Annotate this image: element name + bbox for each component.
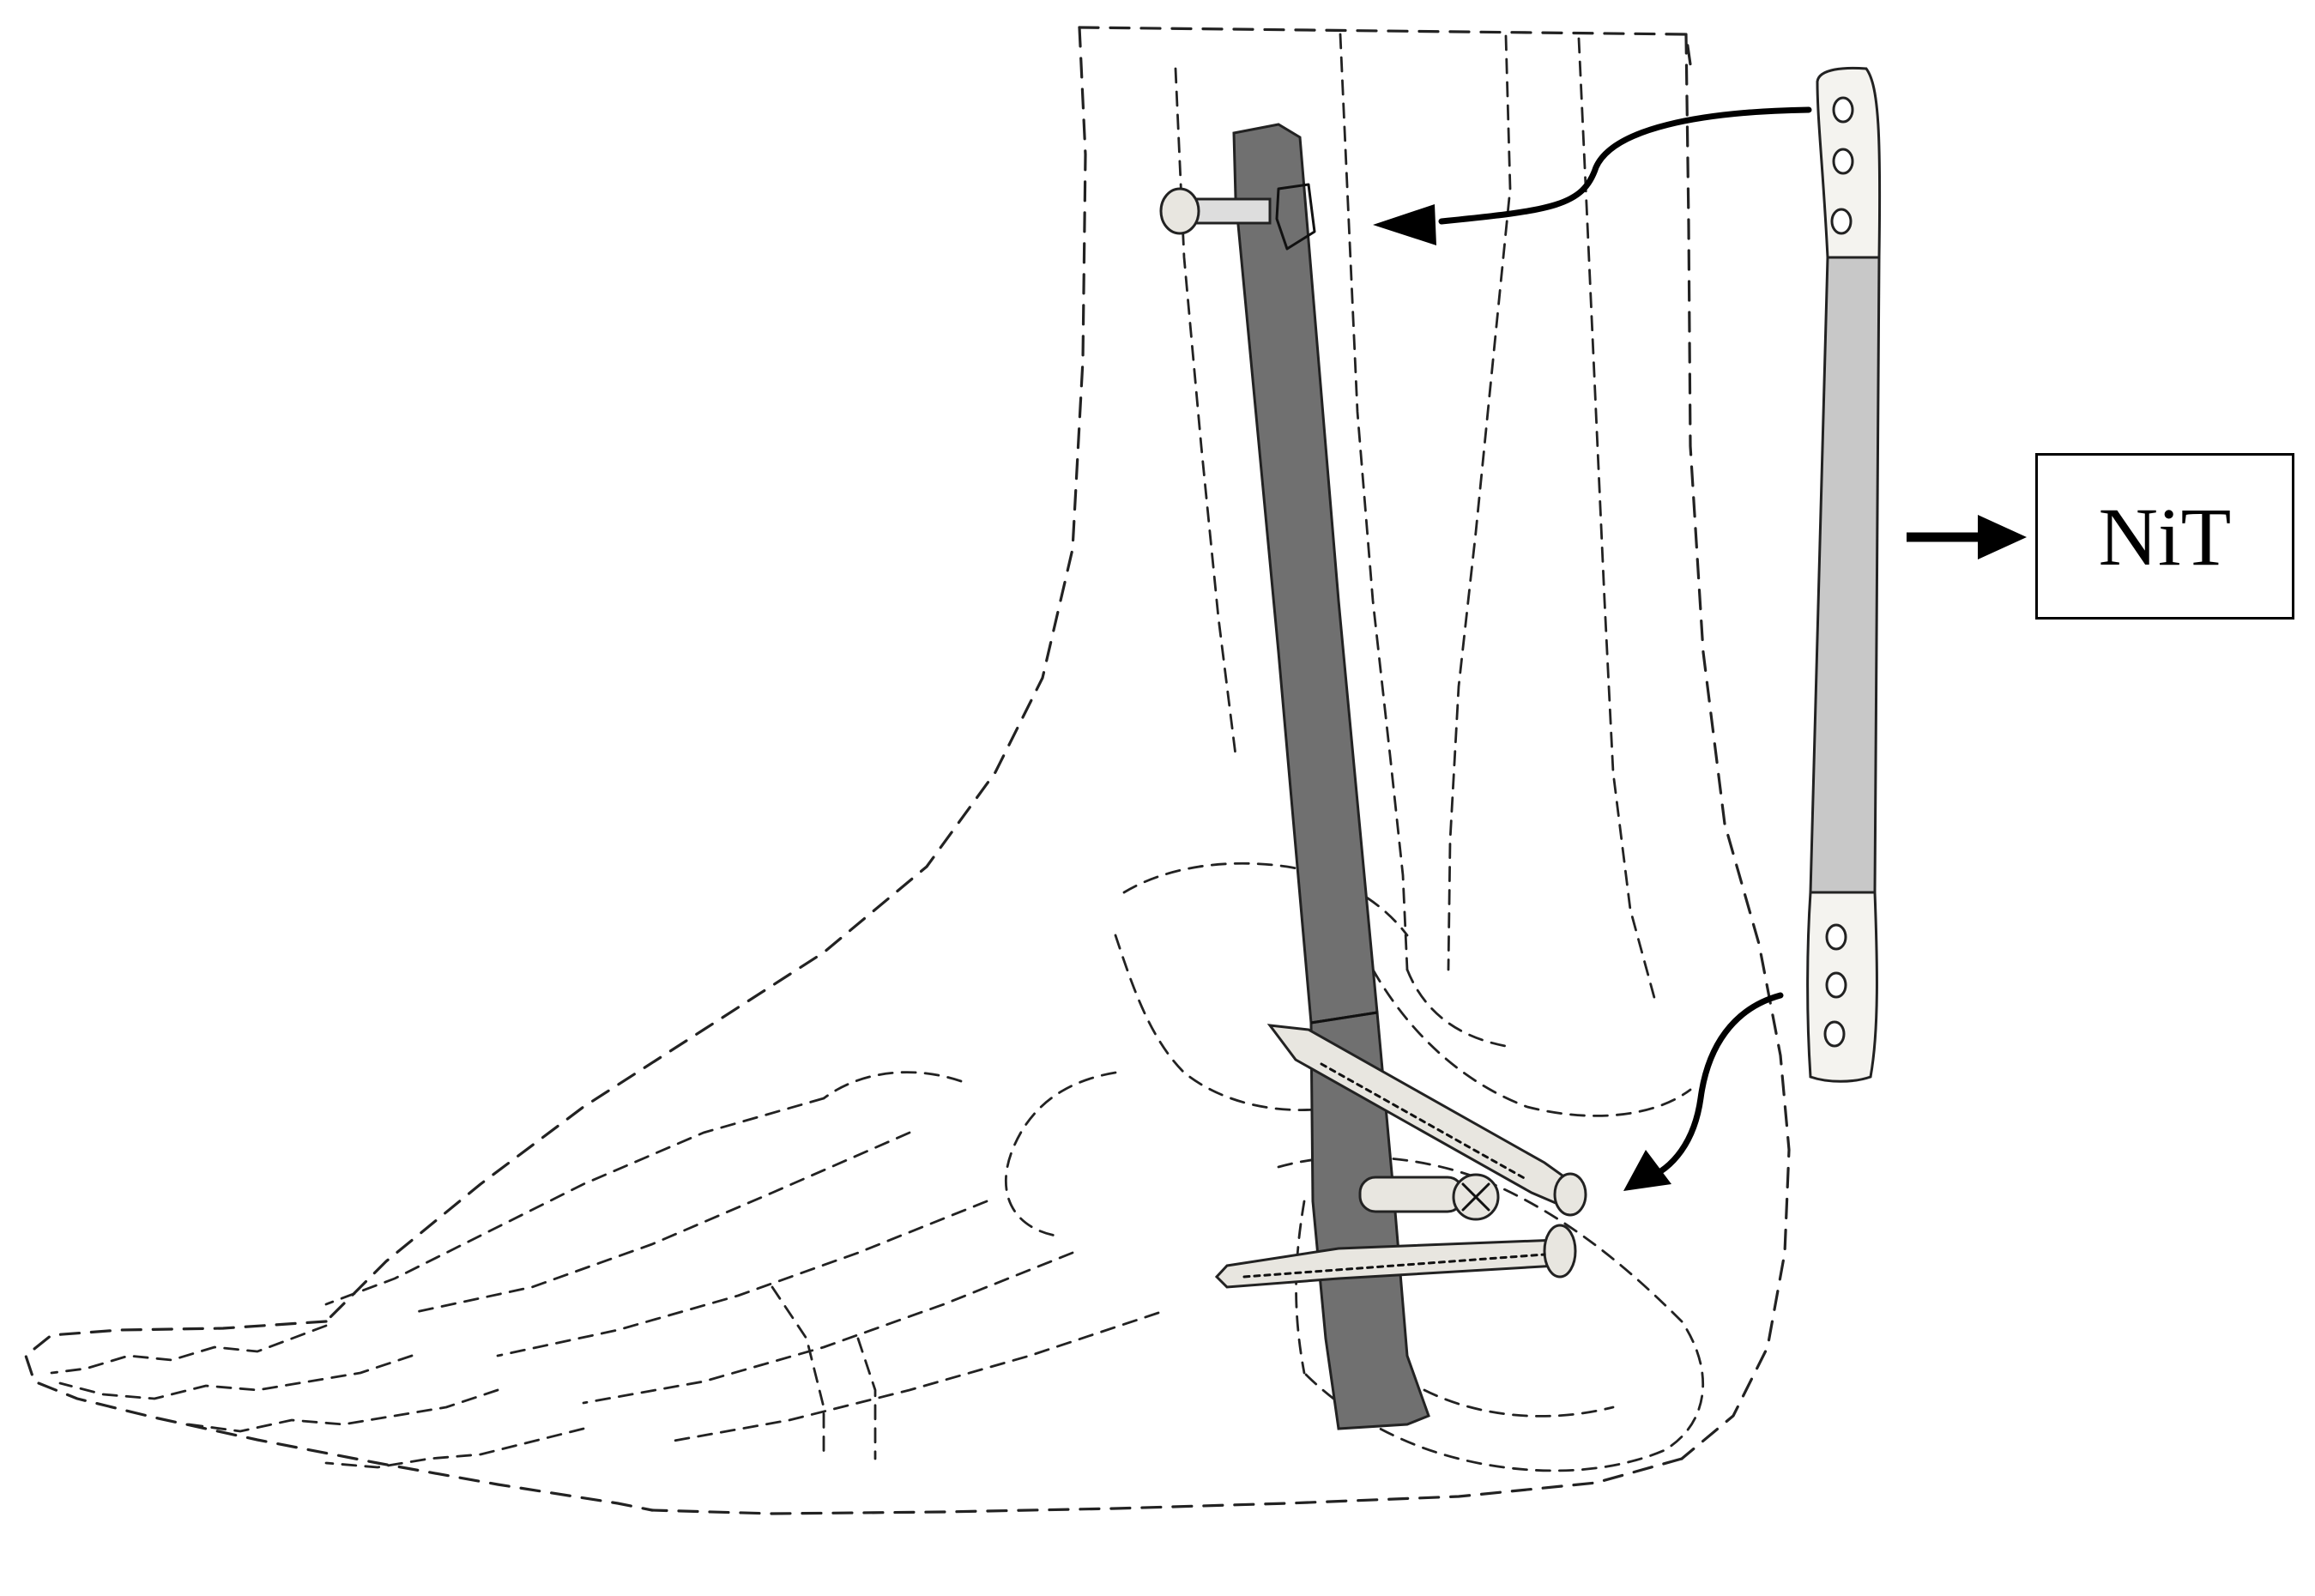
proximal-locking-screw: [1159, 183, 1316, 251]
label-pointer-arrow: [1907, 515, 2027, 559]
upper-curved-arrow: [1373, 106, 1812, 245]
distal-screws: [1214, 1024, 1587, 1289]
foot-outline: [24, 26, 1791, 1515]
material-label: NiT: [2098, 490, 2232, 583]
forefoot-bones: [50, 1071, 1160, 1469]
plate-nitinol-core: [1809, 256, 1881, 894]
nail-proximal-segment: [1232, 123, 1379, 1025]
intramedullary-nail: [1232, 123, 1430, 1430]
lower-curved-arrow: [1623, 992, 1784, 1191]
nitinol-plate: [1806, 66, 1882, 1083]
material-label-box: NiT: [2035, 453, 2294, 620]
